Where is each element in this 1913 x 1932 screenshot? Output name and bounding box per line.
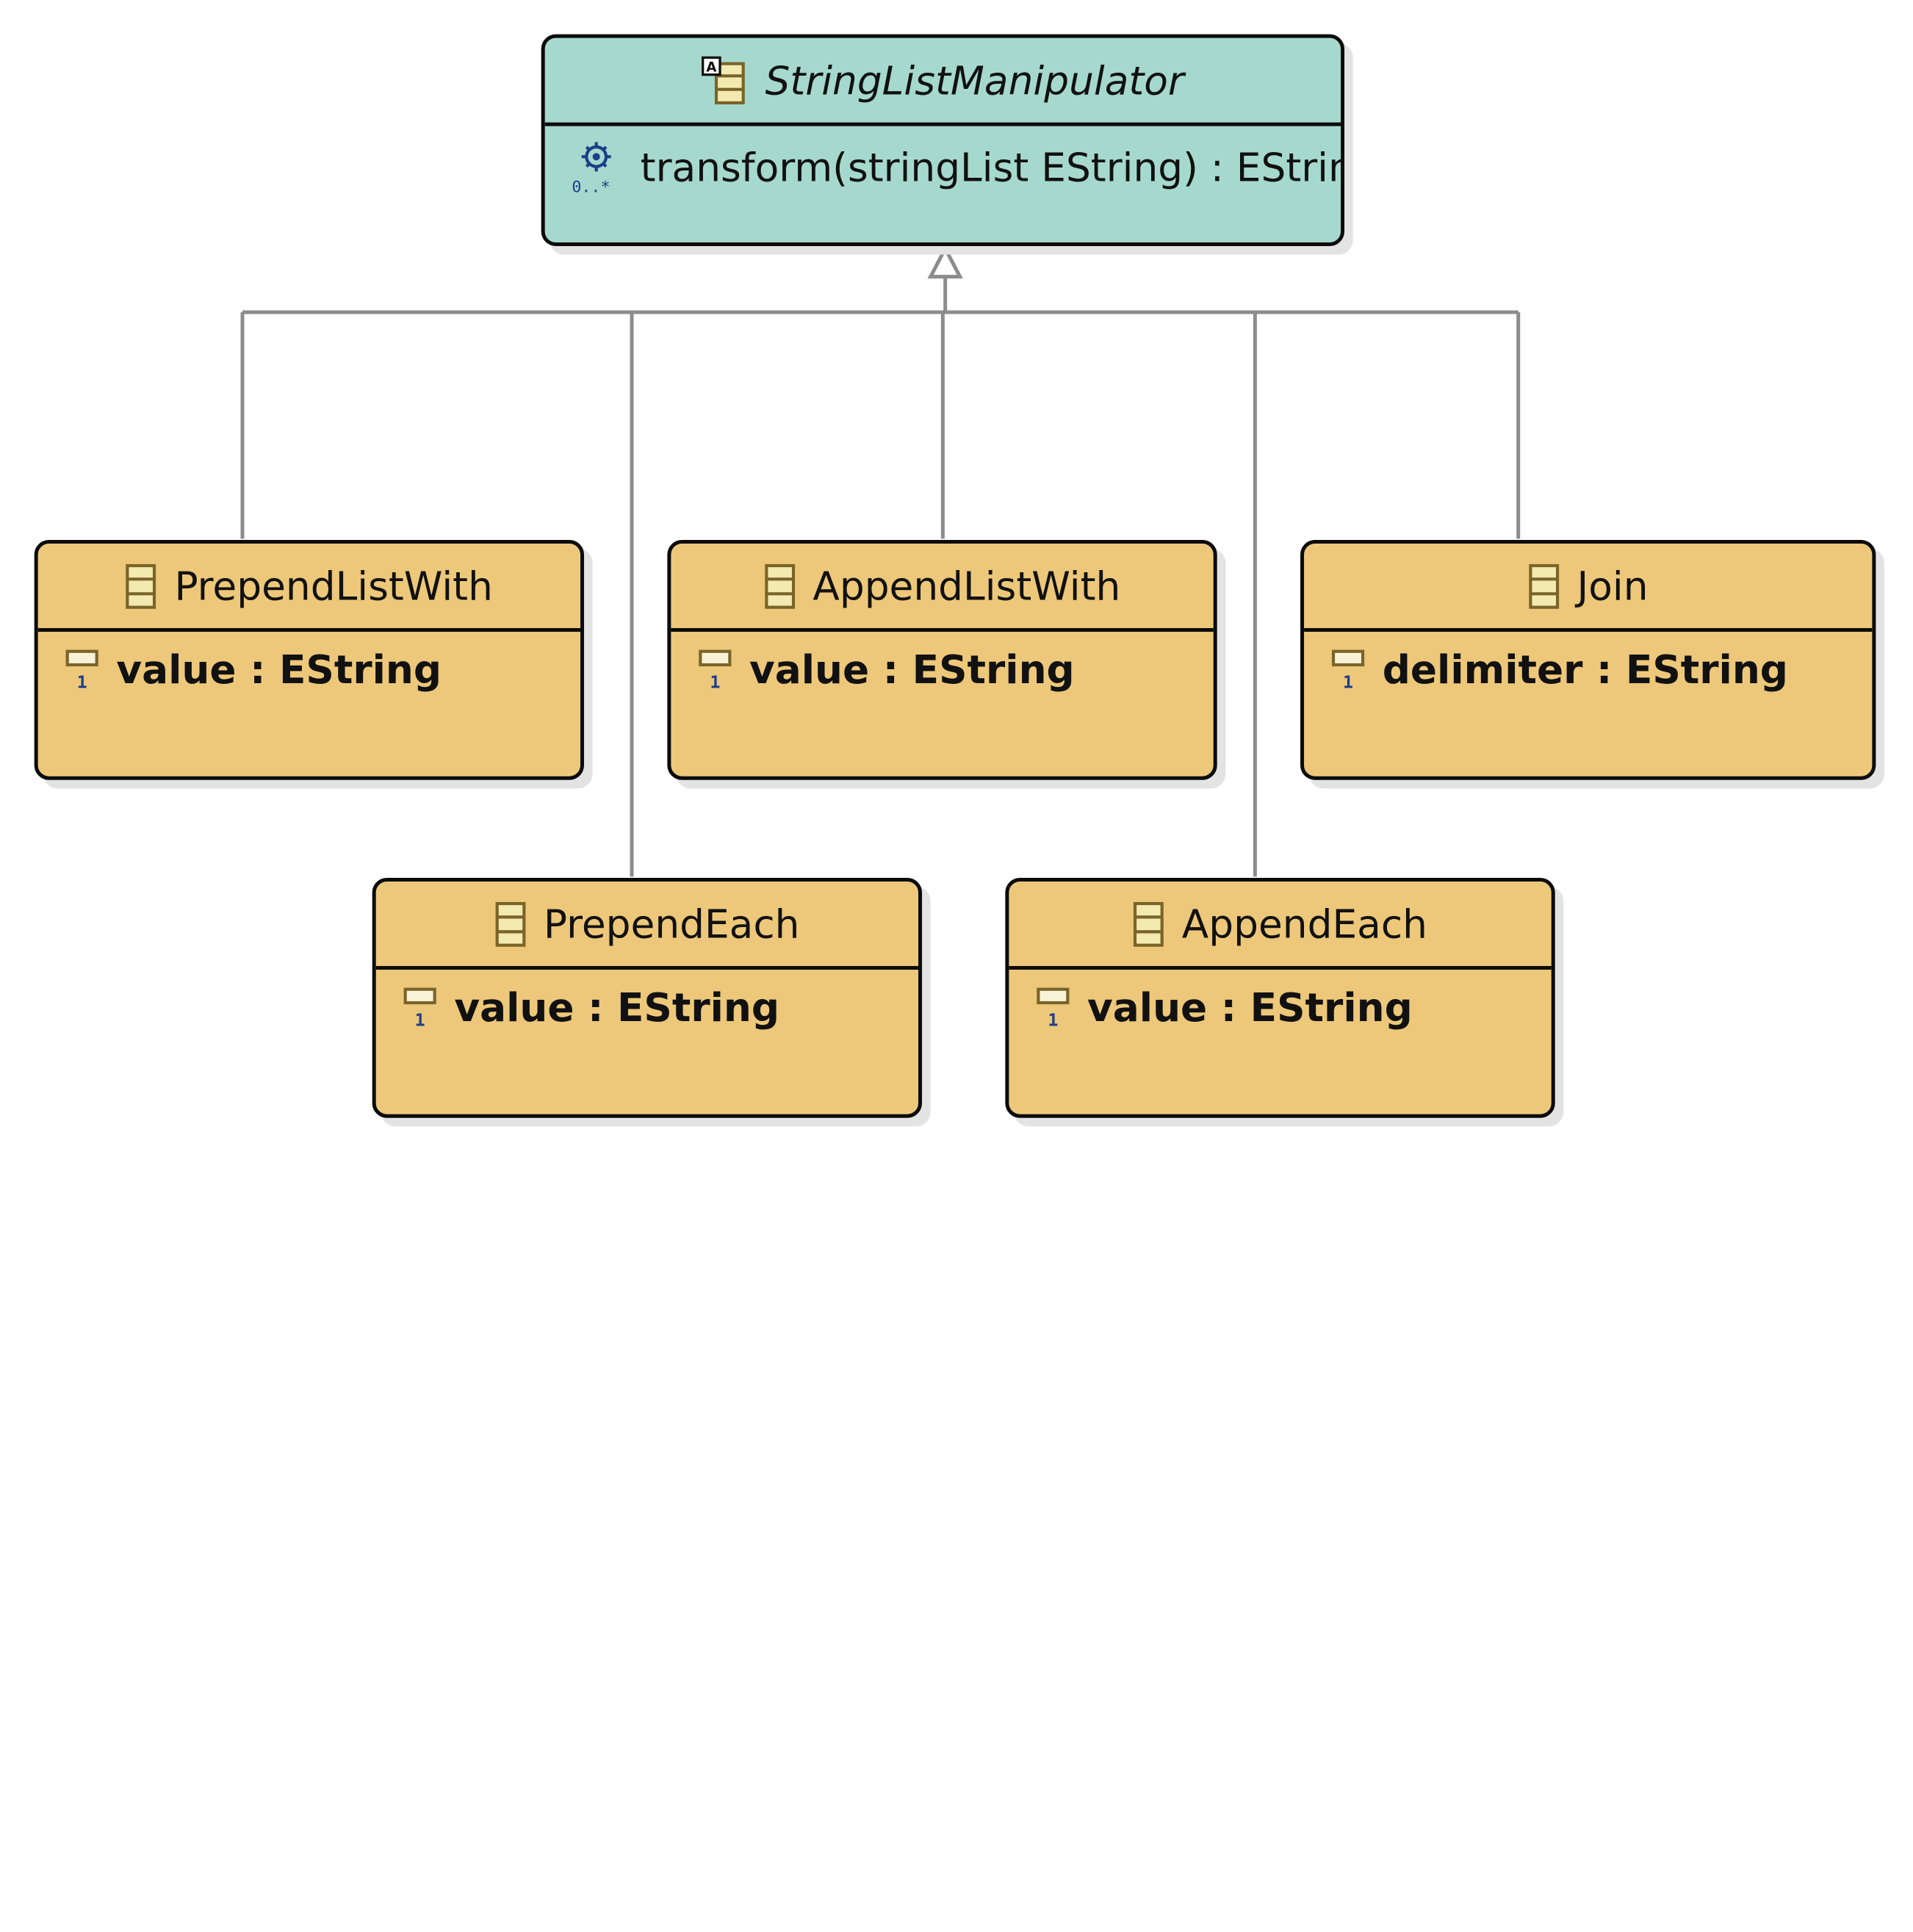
- svg-text:A: A: [706, 60, 717, 75]
- attribute-text: value : EString: [1087, 984, 1413, 1031]
- class-header: PrependEach: [375, 882, 919, 970]
- attribute-row[interactable]: 1 value : EString: [38, 632, 580, 693]
- svg-text:1: 1: [1343, 672, 1353, 691]
- attribute-row[interactable]: 1 value : EString: [1009, 970, 1551, 1031]
- class-icon: [495, 901, 526, 946]
- class-prepend-each[interactable]: PrependEach 1 value : EString: [372, 878, 923, 1118]
- class-icon: [126, 563, 156, 608]
- generalization-arrowhead: [927, 244, 963, 279]
- attribute-row[interactable]: 1 value : EString: [376, 970, 918, 1031]
- class-name: StringListManipulator: [765, 57, 1184, 104]
- svg-text:0..*: 0..*: [572, 179, 610, 195]
- attribute-row[interactable]: 1 delimiter : EString: [1304, 632, 1872, 693]
- class-append-each[interactable]: AppendEach 1 value : EString: [1005, 878, 1555, 1118]
- attribute-row[interactable]: 1 value : EString: [671, 632, 1213, 693]
- svg-text:1: 1: [415, 1010, 425, 1028]
- attribute-text: value : EString: [454, 984, 780, 1031]
- attribute-icon: 1: [65, 649, 98, 691]
- class-name: AppendListWith: [813, 562, 1121, 610]
- class-name: PrependEach: [543, 900, 800, 948]
- class-icon: [764, 563, 795, 608]
- class-join[interactable]: Join 1 delimiter : EString: [1300, 540, 1876, 780]
- class-header: Join: [1304, 544, 1873, 632]
- class-icon: [1134, 901, 1164, 946]
- class-header: AppendEach: [1009, 882, 1552, 970]
- class-name: PrependListWith: [174, 562, 493, 610]
- class-header: A StringListManipulator: [544, 38, 1341, 126]
- svg-text:1: 1: [77, 672, 87, 691]
- class-header: AppendListWith: [671, 544, 1214, 632]
- operation-row[interactable]: 0..* transform(stringList EString) : ESt…: [545, 126, 1341, 195]
- attribute-icon: 1: [1037, 987, 1070, 1028]
- operation-icon: 0..*: [572, 142, 611, 195]
- attribute-icon: 1: [1331, 649, 1365, 691]
- class-string-list-manipulator[interactable]: A StringListManipulator 0..*: [541, 34, 1345, 247]
- attribute-text: delimiter : EString: [1382, 646, 1788, 693]
- svg-text:1: 1: [1048, 1010, 1058, 1028]
- class-prepend-list-with[interactable]: PrependListWith 1 value : EString: [34, 540, 585, 780]
- attribute-icon: 1: [699, 649, 732, 691]
- class-header: PrependListWith: [37, 544, 581, 632]
- class-icon: [1529, 563, 1559, 608]
- generalization-connectors: [240, 244, 1521, 877]
- attribute-text: value : EString: [749, 646, 1075, 693]
- class-name: AppendEach: [1181, 900, 1427, 948]
- svg-text:1: 1: [710, 672, 720, 691]
- attribute-icon: 1: [403, 987, 436, 1028]
- attribute-text: value : EString: [116, 646, 442, 693]
- class-name: Join: [1577, 562, 1649, 610]
- abstract-class-icon: A: [701, 55, 745, 104]
- class-append-list-with[interactable]: AppendListWith 1 value : EString: [667, 540, 1217, 780]
- operation-signature: transform(stringList EString) : EString: [640, 144, 1345, 192]
